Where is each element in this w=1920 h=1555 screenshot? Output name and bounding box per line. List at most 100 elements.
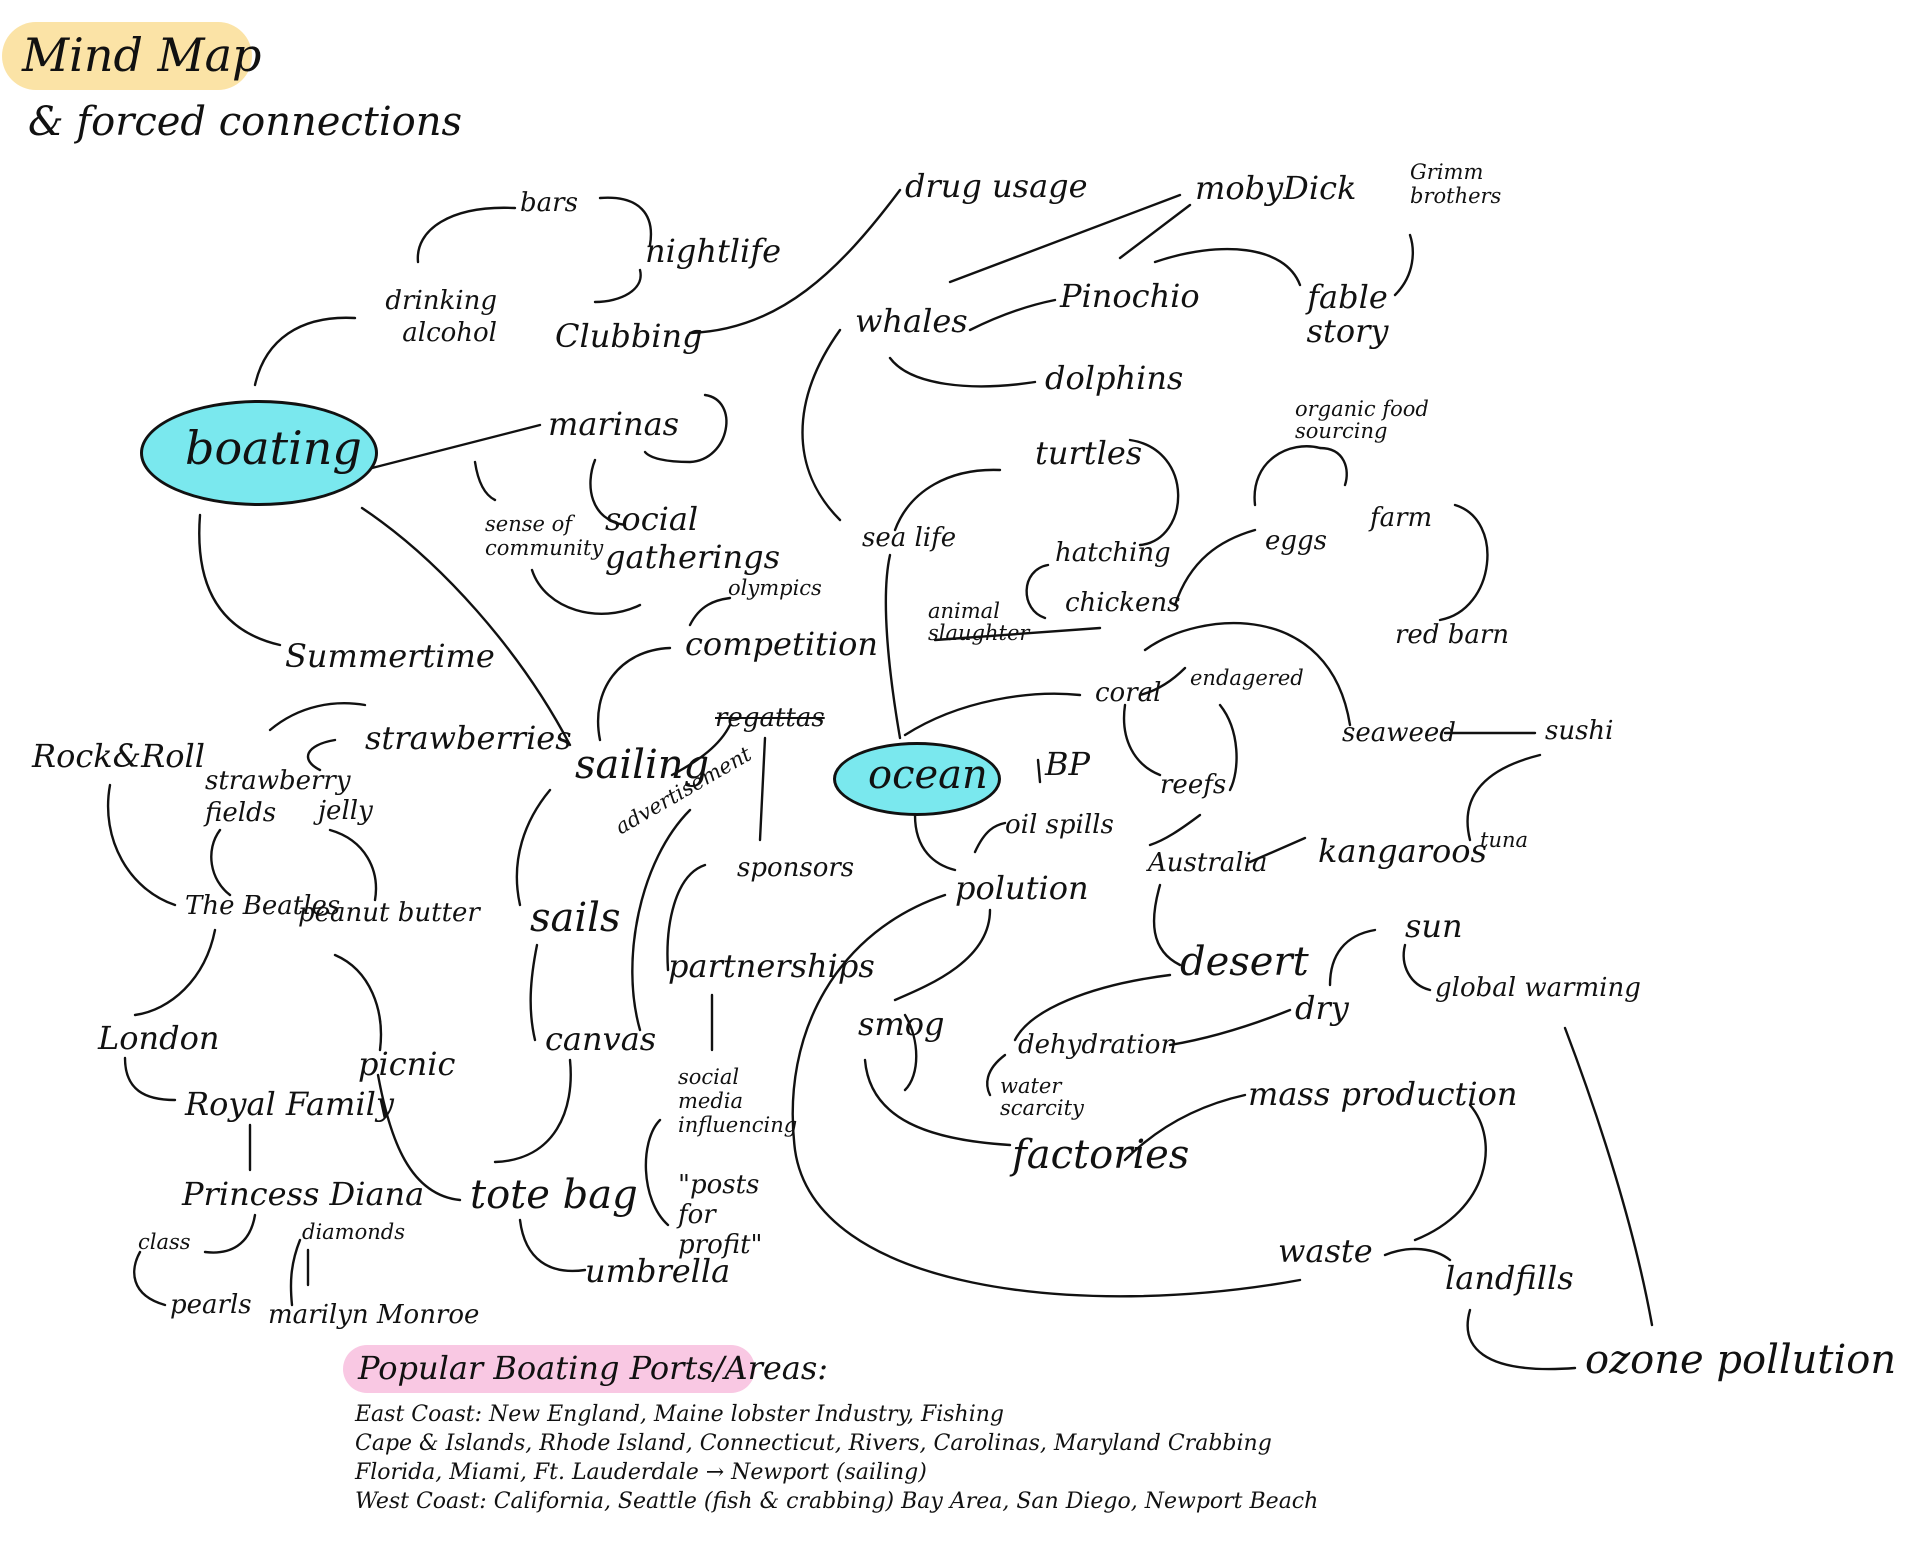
link-desert-dehydration <box>1013 973 1172 1042</box>
link-regattas-sponsors <box>758 736 767 842</box>
link-whales-dolphins <box>888 356 1037 388</box>
node-whales: whales <box>855 302 968 340</box>
node-social-gatherings: social gatherings <box>605 500 781 576</box>
link-sushi-tuna <box>1466 753 1542 842</box>
link-smog-factories <box>863 1058 1012 1147</box>
node-sun: sun <box>1405 907 1463 945</box>
link-marinas-social <box>589 458 627 527</box>
node-marilyn-monroe: marilyn Monroe <box>268 1300 480 1330</box>
link-boating-summertime <box>198 513 282 647</box>
link-diana-diamonds <box>289 1238 302 1307</box>
link-pinochio-fable <box>1153 247 1302 287</box>
link-whales-mobydick <box>948 193 1182 284</box>
node-turtles: turtles <box>1035 434 1143 472</box>
link-sails-canvas <box>529 943 539 1042</box>
link-sealife-whales <box>801 328 842 522</box>
link-clubbing-drug <box>688 188 902 335</box>
link-community-gatherings <box>530 568 642 615</box>
link-hatching-chickens <box>1025 563 1050 620</box>
node-drinking-alcohol: drinking alcohol <box>385 286 497 348</box>
node-tuna: tuna <box>1480 828 1529 852</box>
link-global-ozone <box>1563 1026 1654 1327</box>
link-dry-dehydration <box>1168 1008 1292 1047</box>
link-sailing-regattas <box>670 723 732 777</box>
link-diana-class <box>203 1213 257 1254</box>
link-landfills-ozone <box>1466 1308 1577 1371</box>
link-fields-beatles <box>210 828 232 897</box>
link-australia-desert <box>1152 883 1182 967</box>
node-jelly: jelly <box>318 796 373 826</box>
node-nightlife: nightlife <box>645 232 782 270</box>
node-rock-roll: Rock&Roll <box>32 737 205 775</box>
node-kangaroos: kangaroos <box>1318 832 1487 870</box>
node-grimm-brothers: Grimm brothers <box>1410 160 1502 208</box>
node-smog: smog <box>858 1005 945 1043</box>
node-marinas: marinas <box>548 405 680 443</box>
link-eggs-organic <box>1253 445 1322 507</box>
node-mass-production: mass production <box>1248 1075 1518 1113</box>
link-boating-drinking <box>253 316 357 387</box>
link-beatles-london <box>133 928 217 1017</box>
node-drug-usage: drug usage <box>905 167 1088 205</box>
link-jelly-curl <box>306 738 337 772</box>
link-boating-marinas <box>370 423 542 470</box>
node-ozone-pollution: ozone pollution <box>1585 1337 1897 1383</box>
link-ocean-sealife <box>884 553 902 740</box>
link-ocean-bp <box>1036 758 1042 784</box>
node-animal-slaughter: animal slaughter <box>928 599 1030 645</box>
node-endangered: endagered <box>1190 666 1304 690</box>
title-highlight <box>2 22 252 90</box>
link-nightlife-clubbing <box>593 268 642 304</box>
node-chickens: chickens <box>1065 588 1181 618</box>
node-desert: desert <box>1180 939 1309 985</box>
node-sea-life: sea life <box>862 523 957 553</box>
ports-list: East Coast: New England, Maine lobster I… <box>355 1400 1318 1516</box>
node-global-warming: global warming <box>1435 973 1641 1003</box>
page-title: Mind Map <box>22 28 262 82</box>
node-oil-spills: oil spills <box>1005 810 1114 840</box>
ports-line: West Coast: California, Seattle (fish & … <box>355 1489 1319 1514</box>
node-dry: dry <box>1295 989 1349 1027</box>
node-picnic: picnic <box>358 1045 456 1083</box>
node-organic-food-sourcing: organic food sourcing <box>1295 397 1429 443</box>
node-pinochio: Pinochio <box>1060 277 1200 315</box>
node-australia: Australia <box>1148 848 1268 878</box>
link-smog-loop <box>903 1013 918 1092</box>
node-princess-diana: Princess Diana <box>182 1175 425 1213</box>
link-pinochio-mobydick <box>1118 203 1192 260</box>
node-bars: bars <box>520 188 578 218</box>
node-posts-for-profit: "posts for profit" <box>678 1170 763 1260</box>
link-london-royal <box>123 1056 177 1102</box>
link-waste-landfills <box>1383 1247 1452 1262</box>
node-dehydration: dehydration <box>1018 1030 1178 1060</box>
link-butter-picnic <box>333 953 383 1052</box>
node-summertime: Summertime <box>285 637 495 675</box>
link-dehydration-water <box>986 1053 1007 1097</box>
link-boating-sailing <box>360 506 572 747</box>
node-social-media-influencing: social media influencing <box>678 1065 798 1137</box>
node-fable-story: fable story <box>1306 278 1389 350</box>
node-reefs: reefs <box>1160 770 1227 800</box>
page-subtitle: & forced connections <box>28 99 463 145</box>
link-polution-smog <box>893 908 992 1002</box>
node-strawberries: strawberries <box>365 719 572 757</box>
node-clubbing: Clubbing <box>555 317 703 355</box>
ports-line: Florida, Miami, Ft. Lauderdale → Newport… <box>355 1460 927 1485</box>
link-sailing-advert <box>631 808 692 1032</box>
node-royal-family: Royal Family <box>185 1085 394 1123</box>
link-turtles-hatching <box>1128 438 1180 547</box>
link-organic-farm <box>1318 446 1348 487</box>
boating-node-oval <box>140 400 378 506</box>
link-canvas-tote <box>493 1058 572 1164</box>
ocean-node-oval <box>833 742 1001 816</box>
link-sun-global <box>1402 943 1432 992</box>
link-slaughter-chickens <box>933 626 1102 642</box>
node-sponsors: sponsors <box>737 853 855 883</box>
link-competition-olympics <box>688 596 732 627</box>
link-sailing-sails <box>515 788 552 907</box>
node-waste: waste <box>1278 1232 1373 1270</box>
node-olympics: olympics <box>728 576 822 600</box>
link-tote-umbrella <box>518 1218 587 1273</box>
link-coral-endangered <box>1138 666 1187 697</box>
node-seaweed: seaweed <box>1342 718 1456 748</box>
